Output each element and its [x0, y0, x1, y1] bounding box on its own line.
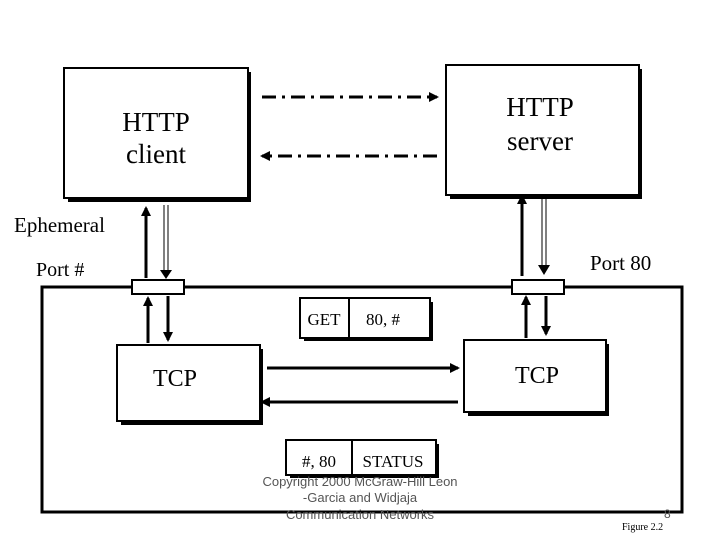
server-to-socket-down-arrow: [538, 198, 550, 275]
page-number: 8: [664, 507, 671, 521]
server-label-line2: server: [507, 126, 573, 156]
ephemeral-label: Ephemeral: [14, 213, 105, 237]
client-label-line1: HTTP: [122, 107, 190, 137]
tcp-server-label: TCP: [515, 363, 559, 389]
tcp-server-box: TCP: [463, 339, 609, 416]
request-segment: GET 80, #: [299, 297, 433, 341]
client-label-line2: client: [126, 139, 186, 169]
transport-layer-box: [40, 285, 684, 514]
tcp-client-label: TCP: [153, 366, 197, 392]
response-payload: STATUS: [363, 452, 424, 471]
response-segment: #, 80 STATUS: [285, 439, 439, 478]
tcp-client-box: TCP: [116, 344, 263, 425]
http-server-box: HTTP server: [445, 64, 642, 199]
copyright-line1: Copyright 2000 McGraw-Hill Leon: [262, 474, 457, 489]
copyright-line2: -Garcia and Widjaja: [303, 490, 418, 505]
client-socket: [131, 279, 185, 295]
port-hash-label: Port #: [36, 259, 84, 281]
http-client-box: HTTP client: [63, 67, 251, 202]
copyright-line3: Communication Networks: [286, 507, 435, 522]
figure-label: Figure 2.2: [622, 522, 663, 533]
server-label-line1: HTTP: [506, 92, 574, 122]
request-payload: GET: [307, 310, 341, 329]
client-to-socket-down-arrow: [160, 205, 172, 279]
response-ports: #, 80: [302, 452, 336, 471]
request-ports: 80, #: [366, 310, 401, 329]
port-80-label: Port 80: [590, 251, 651, 275]
server-socket: [511, 279, 565, 295]
